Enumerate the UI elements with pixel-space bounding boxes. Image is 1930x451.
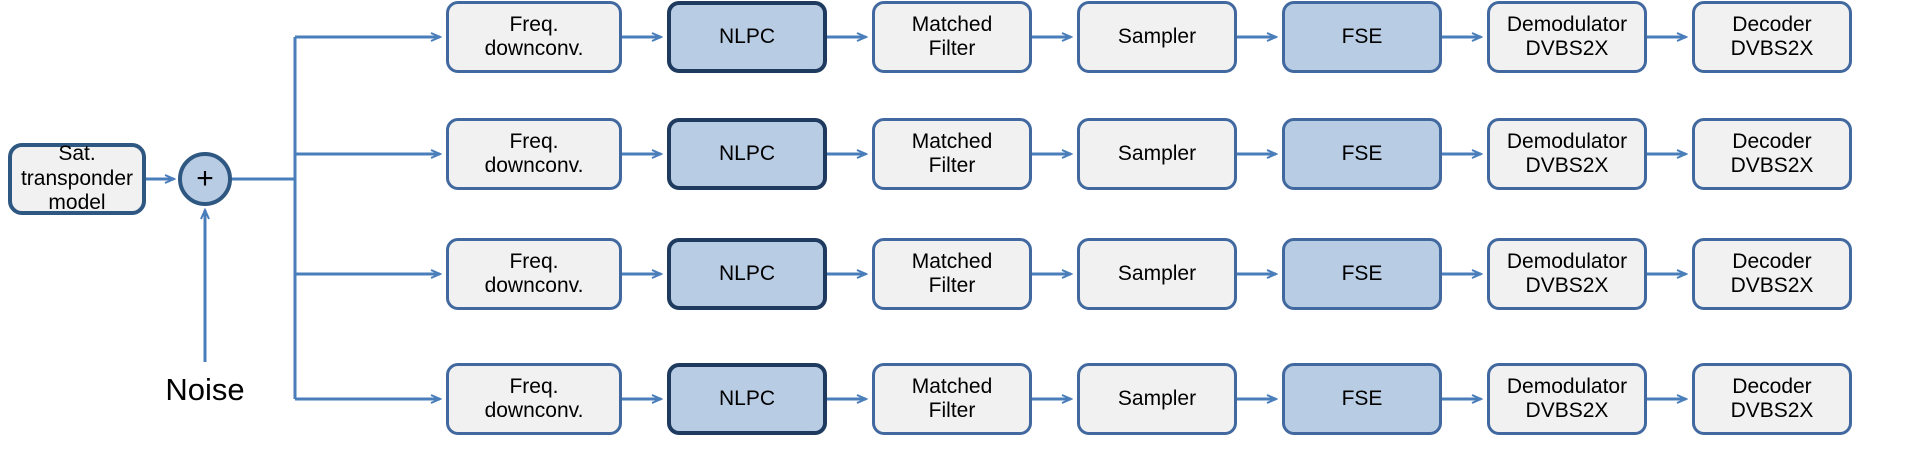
decoder-block-row1[interactable]: Decoder DVBS2X [1692,1,1852,73]
demodulator-block-row3[interactable]: Demodulator DVBS2X [1487,238,1647,310]
sat-transponder-model-block[interactable]: Sat. transponder model [8,142,146,215]
freq-downconv-block-row4[interactable]: Freq. downconv. [446,363,622,435]
sampler-block-row3[interactable]: Sampler [1077,238,1237,310]
sampler-block-row4[interactable]: Sampler [1077,363,1237,435]
fse-block-row1[interactable]: FSE [1282,1,1442,73]
freq-downconv-block-row2[interactable]: Freq. downconv. [446,118,622,190]
freq-downconv-block-row3[interactable]: Freq. downconv. [446,238,622,310]
nlpc-block-row1[interactable]: NLPC [667,1,827,73]
matched-filter-block-row4[interactable]: Matched Filter [872,363,1032,435]
matched-filter-block-row1[interactable]: Matched Filter [872,1,1032,73]
decoder-block-row3[interactable]: Decoder DVBS2X [1692,238,1852,310]
fse-block-row4[interactable]: FSE [1282,363,1442,435]
nlpc-block-row3[interactable]: NLPC [667,238,827,310]
summing-junction[interactable]: + [178,152,232,206]
matched-filter-block-row3[interactable]: Matched Filter [872,238,1032,310]
demodulator-block-row1[interactable]: Demodulator DVBS2X [1487,1,1647,73]
freq-downconv-block-row1[interactable]: Freq. downconv. [446,1,622,73]
demodulator-block-row4[interactable]: Demodulator DVBS2X [1487,363,1647,435]
matched-filter-block-row2[interactable]: Matched Filter [872,118,1032,190]
demodulator-block-row2[interactable]: Demodulator DVBS2X [1487,118,1647,190]
fse-block-row3[interactable]: FSE [1282,238,1442,310]
decoder-block-row2[interactable]: Decoder DVBS2X [1692,118,1852,190]
sampler-block-row2[interactable]: Sampler [1077,118,1237,190]
fse-block-row2[interactable]: FSE [1282,118,1442,190]
nlpc-block-row2[interactable]: NLPC [667,118,827,190]
sampler-block-row1[interactable]: Sampler [1077,1,1237,73]
nlpc-block-row4[interactable]: NLPC [667,363,827,435]
decoder-block-row4[interactable]: Decoder DVBS2X [1692,363,1852,435]
noise-label: Noise [165,372,245,407]
